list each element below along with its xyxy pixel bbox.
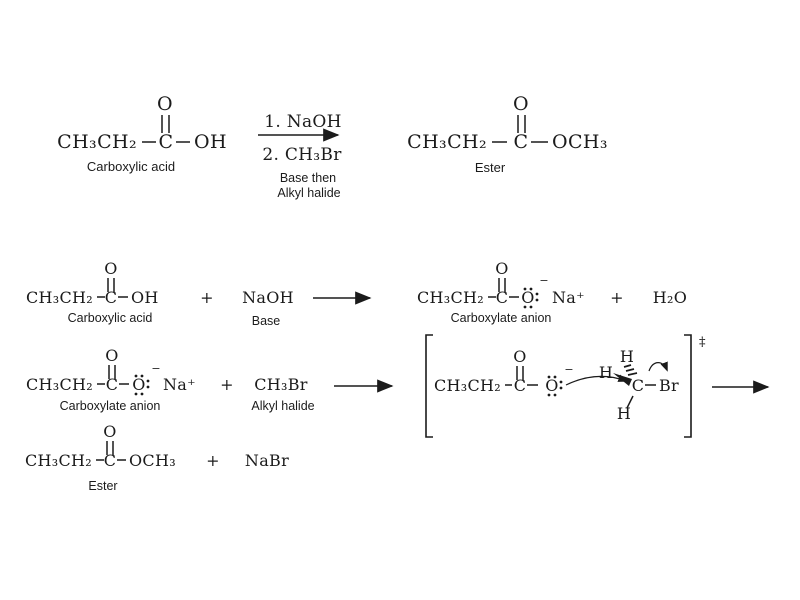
plus-sign: +: [200, 288, 214, 307]
methoxy-group: OCH₃: [552, 131, 608, 153]
carbonyl-carbon: C: [496, 288, 509, 307]
chain-formula: CH₃CH₂: [26, 375, 93, 394]
ester-chain-formula: CH₃CH₂: [407, 131, 487, 153]
overall-ester-structure: CH₃CH₂ C OCH₃ O Ester: [407, 93, 608, 175]
acid-chain-formula: CH₃CH₂: [26, 288, 93, 307]
step1-base-reagent: NaOH Base: [242, 288, 294, 328]
base-label: Base: [252, 314, 281, 328]
plus-sign: +: [206, 451, 220, 470]
condition-step-1: 1. NaOH: [264, 112, 342, 132]
carbonyl-carbon: C: [104, 451, 117, 470]
ester-chain-formula: CH₃CH₂: [25, 451, 92, 470]
step2-carboxylate-anion-structure: CH₃CH₂ C O − Na⁺ O Carboxylate anion: [26, 346, 196, 413]
lone-pair-dot: [523, 287, 527, 291]
carbonyl-oxygen: O: [495, 259, 508, 278]
lone-pair-dot: [523, 305, 527, 309]
negative-charge: −: [564, 363, 573, 376]
lone-pair-dot: [146, 385, 150, 389]
double-dagger-symbol: ‡: [699, 335, 706, 350]
bold-wedge-bond: [613, 373, 632, 386]
condition-step-2: 2. CH₃Br: [262, 145, 342, 165]
anionic-oxygen: O: [521, 288, 534, 307]
lone-pair-dot: [529, 305, 533, 309]
lone-pair-dot: [140, 392, 144, 396]
negative-charge: −: [539, 274, 548, 287]
structure-label: Carboxylate anion: [60, 399, 161, 413]
carbonyl-oxygen: O: [105, 346, 118, 365]
lone-pair-dot: [134, 392, 138, 396]
lone-pair-dot: [140, 374, 144, 378]
lone-pair-dot: [553, 375, 557, 379]
structure-label: Ester: [88, 479, 117, 493]
carbonyl-carbon: C: [514, 131, 529, 153]
acid-chain-formula: CH₃CH₂: [57, 131, 137, 153]
structure-label: Ester: [475, 160, 506, 175]
lone-pair-dot: [134, 374, 138, 378]
alkyl-halide-formula: CH₃Br: [254, 375, 308, 394]
overall-carboxylic-acid-structure: CH₃CH₂ C OH O Carboxylic acid: [57, 93, 227, 174]
attacking-oxygen: O: [545, 376, 558, 395]
water-formula: H₂O: [653, 288, 687, 307]
step2-alkyl-halide-reagent: CH₃Br Alkyl halide: [251, 375, 314, 413]
nucleophilic-attack-arrow: [565, 374, 628, 386]
sodium-counter-ion: Na⁺: [552, 288, 585, 307]
bond-cleavage-arrow: [648, 361, 668, 372]
carbonyl-carbon: C: [106, 375, 119, 394]
plus-sign: +: [610, 288, 624, 307]
carbonyl-oxygen: O: [104, 259, 117, 278]
lone-pair-dot: [529, 287, 533, 291]
structure-label: Carboxylic acid: [87, 159, 175, 174]
anionic-oxygen: O: [132, 375, 145, 394]
c-h-bond: [626, 395, 634, 409]
carbonyl-carbon: C: [514, 376, 527, 395]
sodium-bromide-formula: NaBr: [245, 451, 289, 470]
lone-pair-dot: [146, 379, 150, 383]
overall-reaction-conditions: 1. NaOH 2. CH₃Br Base then Alkyl halide: [258, 112, 342, 200]
methoxy-group: OCH₃: [129, 451, 176, 470]
left-bracket: [425, 334, 433, 438]
lone-pair-dot: [547, 375, 551, 379]
lone-pair-dot: [559, 380, 563, 384]
alkyl-halide-label: Alkyl halide: [251, 399, 314, 413]
lone-pair-dot: [553, 393, 557, 397]
carbonyl-carbon: C: [105, 288, 118, 307]
hydrogen-left: H: [599, 363, 613, 382]
leaving-group-br: Br: [659, 376, 679, 395]
lone-pair-dot: [547, 393, 551, 397]
hashed-wedge-line: [623, 364, 632, 368]
carbonyl-oxygen: O: [157, 93, 173, 115]
carbonyl-oxygen: O: [513, 347, 526, 366]
base-formula: NaOH: [242, 288, 294, 307]
step3-ester-structure: CH₃CH₂ C OCH₃ O Ester: [25, 422, 176, 493]
right-bracket: [684, 334, 692, 438]
hydrogen-top: H: [620, 347, 634, 366]
hydrogen-bottom: H: [617, 404, 631, 423]
chain-formula: CH₃CH₂: [417, 288, 484, 307]
step1-carboxylic-acid-structure: CH₃CH₂ C OH O Carboxylic acid: [26, 259, 159, 325]
carbonyl-oxygen: O: [513, 93, 529, 115]
hashed-wedge-line: [625, 368, 635, 372]
chain-formula: CH₃CH₂: [434, 376, 501, 395]
negative-charge: −: [151, 362, 160, 375]
structure-label: Carboxylate anion: [451, 311, 552, 325]
condition-note-2: Alkyl halide: [277, 186, 340, 200]
lone-pair-dot: [535, 292, 539, 296]
hydroxyl-group: OH: [131, 288, 159, 307]
lone-pair-dot: [559, 386, 563, 390]
step1-carboxylate-anion-structure: CH₃CH₂ C O − Na⁺ O Carboxylate anion: [417, 259, 585, 325]
lone-pair-dot: [535, 298, 539, 302]
condition-note-1: Base then: [280, 171, 336, 185]
hashed-wedge-line: [627, 372, 638, 376]
sodium-counter-ion: Na⁺: [163, 375, 196, 394]
transition-state: CH₃CH₂ C O − O H H C H Br ‡: [425, 334, 706, 438]
carbonyl-oxygen: O: [103, 422, 116, 441]
plus-sign: +: [220, 375, 234, 394]
structure-label: Carboxylic acid: [68, 311, 153, 325]
central-carbon: C: [632, 376, 645, 395]
carbonyl-carbon: C: [159, 131, 174, 153]
hydroxyl-group: OH: [194, 131, 227, 153]
